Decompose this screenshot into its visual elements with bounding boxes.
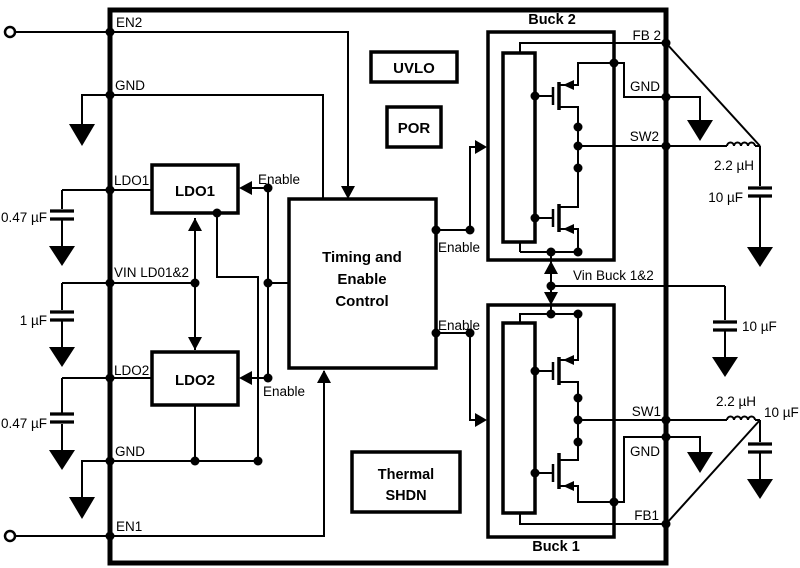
ldo1-cap-label: 0.47 µF <box>1 210 47 225</box>
ground-icon <box>747 247 773 267</box>
ground-icon <box>49 450 75 470</box>
buck2-title: Buck 2 <box>528 12 576 28</box>
pin-label-fb1: FB1 <box>634 508 659 523</box>
pin-label-ldo2: LDO2 <box>114 363 149 378</box>
buck2-switch-chain-wire <box>519 106 579 253</box>
buck2-inductor-label: 2.2 µH <box>714 158 754 173</box>
buck1-gnd-ext-wire <box>666 436 701 452</box>
buck2-lowside-mosfet <box>551 204 574 234</box>
pin-label-gnd-buck2: GND <box>630 79 660 94</box>
ground-icon <box>712 357 738 377</box>
timing-block-label-line1: Timing and <box>322 249 402 266</box>
buck1-inductor <box>726 415 756 421</box>
buck2-fb-rail-wire <box>519 42 666 53</box>
enable-label-ldo1: Enable <box>258 172 300 187</box>
arrowhead-enable-buck1 <box>475 413 487 427</box>
pin-label-gnd-buck1: GND <box>630 444 660 459</box>
ldo1-capacitor <box>50 209 74 221</box>
pin-label-vin-buck: Vin Buck 1&2 <box>573 268 654 283</box>
arrowhead-en2-down <box>341 186 355 199</box>
fb1-feedback-wire <box>519 419 761 525</box>
enable-buck2-wire <box>436 146 476 231</box>
vin-buck-cap-label: 10 µF <box>742 319 777 334</box>
buck1-out-capacitor <box>748 442 772 454</box>
buck1-lowside-mosfet <box>551 453 574 491</box>
ground-icon <box>747 479 773 499</box>
ground-icon <box>687 452 713 473</box>
pin-label-en1: EN1 <box>116 519 142 534</box>
ldo1-ground-wire <box>216 213 259 461</box>
buck2-out-cap-label: 10 µF <box>708 190 743 205</box>
enable-label-buck1: Enable <box>438 318 480 333</box>
buck2-out-capacitor <box>748 186 772 198</box>
pin-label-gnd-bottom: GND <box>115 444 145 459</box>
buck1-title: Buck 1 <box>532 539 580 555</box>
arrowhead-vin-buck1 <box>544 292 558 305</box>
arrowhead-enable-buck2 <box>475 140 487 154</box>
en1-wire <box>15 371 325 537</box>
ground-icon <box>49 347 75 367</box>
buck1-gnd-wire <box>559 436 666 503</box>
pin-label-vin-ldo: VIN LD01&2 <box>114 265 189 280</box>
enable-label-ldo2: Enable <box>263 384 305 399</box>
arrowhead-enable-ldo2 <box>239 371 252 385</box>
arrowhead-enable-ldo1 <box>239 181 252 195</box>
thermal-block-label-line1: Thermal <box>378 467 434 483</box>
timing-block-label-line2: Enable <box>337 271 386 288</box>
thermal-block-label-line2: SHDN <box>385 488 426 504</box>
enable-buck1-wire <box>436 332 476 421</box>
buck2-gnd-wire <box>559 62 666 98</box>
uvlo-block-label: UVLO <box>393 60 435 77</box>
buck2-driver-rect <box>501 51 537 244</box>
ldo2-capacitor <box>50 412 74 424</box>
en1-terminal <box>3 529 17 543</box>
gnd-top-wire <box>81 94 324 199</box>
por-block-label: POR <box>398 120 431 137</box>
en2-terminal <box>3 25 17 39</box>
pin-label-gnd-top: GND <box>115 78 145 93</box>
ground-icon <box>69 497 95 519</box>
vin-ldo-capacitor <box>50 310 74 322</box>
arrowhead-vin-ldo2 <box>188 337 202 350</box>
ground-icon <box>49 246 75 266</box>
fb2-feedback-wire <box>665 42 761 147</box>
arrowhead-vin-buck2 <box>544 261 558 274</box>
ldo1-block <box>150 163 240 215</box>
pin-label-fb2: FB 2 <box>632 28 661 43</box>
buck2-highside-mosfet <box>551 80 574 110</box>
pin-label-sw2: SW2 <box>630 129 659 144</box>
pin-label-sw1: SW1 <box>632 404 661 419</box>
buck2-inductor <box>726 141 756 147</box>
pin-label-ldo1: LDO1 <box>114 173 149 188</box>
arrowhead-vin-ldo1 <box>188 218 202 231</box>
buck1-vin-rail-wire <box>519 313 578 323</box>
buck1-out-cap-label: 10 µF <box>764 405 799 420</box>
vin-buck-capacitor <box>713 320 737 332</box>
junction-dots <box>105 27 671 541</box>
enable-label-buck2: Enable <box>438 240 480 255</box>
ground-icon <box>687 120 713 141</box>
ldo2-block-label: LDO2 <box>175 372 215 389</box>
buck2-gnd-ext-wire <box>666 96 701 120</box>
arrowhead-en1-up <box>317 370 331 383</box>
buck1-highside-mosfet <box>551 355 574 385</box>
buck1-inductor-label: 2.2 µH <box>716 394 756 409</box>
ground-icon <box>69 124 95 146</box>
timing-block-label-line3: Control <box>335 293 388 310</box>
pin-label-en2: EN2 <box>116 15 142 30</box>
thermal-shdn-block <box>350 450 462 514</box>
por-block <box>385 105 443 149</box>
uvlo-block <box>369 50 459 84</box>
ldo2-cap-label: 0.47 µF <box>1 416 47 431</box>
ldo1-block-label: LDO1 <box>175 183 215 200</box>
buck1-driver-rect <box>501 321 537 515</box>
vin-ldo-cap-label: 1 µF <box>20 313 47 328</box>
en2-wire <box>15 31 349 197</box>
